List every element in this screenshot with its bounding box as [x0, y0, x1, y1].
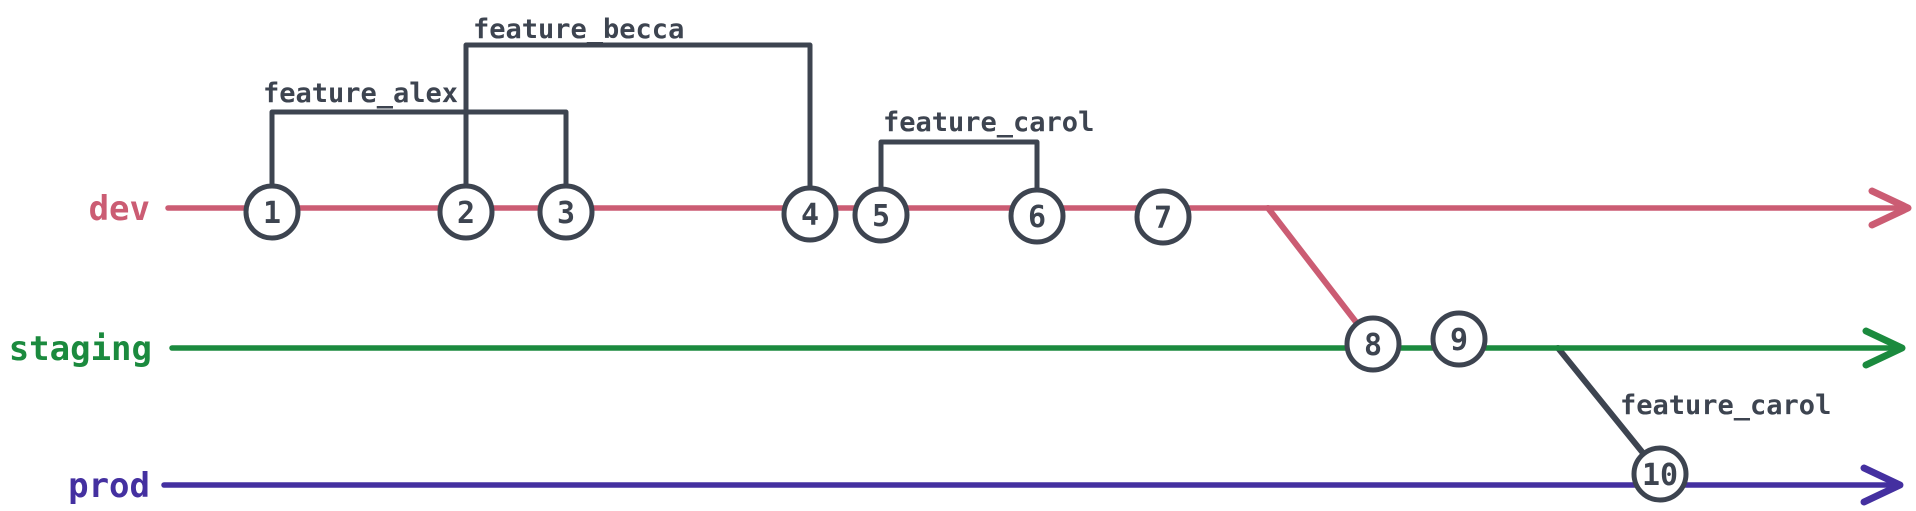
commit-number-6: 6	[1028, 200, 1046, 235]
commit-number-9: 9	[1450, 323, 1468, 358]
feature-branch-label-feature_becca: feature_becca	[473, 14, 684, 45]
commit-number-8: 8	[1364, 328, 1382, 363]
branch-arrow-staging-icon	[1862, 327, 1906, 369]
feature-branch-label-feature_alex: feature_alex	[263, 78, 458, 109]
commit-node-3	[537, 183, 595, 241]
commit-number-3: 3	[557, 196, 575, 231]
branch-arrow-prod-icon	[1860, 464, 1904, 506]
merge-link-dev-to-staging-8	[1265, 205, 1376, 347]
commit-number-5: 5	[872, 199, 890, 234]
commit-node-4	[781, 185, 839, 243]
commit-number-4: 4	[801, 198, 819, 233]
branch-label-prod: prod	[68, 466, 150, 506]
branch-arrow-dev-icon	[1868, 187, 1912, 229]
branch-label-dev: dev	[89, 189, 150, 229]
commit-node-6	[1008, 187, 1066, 245]
branch-label-staging: staging	[9, 329, 152, 369]
merge-link-label-staging-to-prod-10: feature_carol	[1620, 390, 1831, 421]
commit-node-1	[243, 183, 301, 241]
commit-number-1: 1	[263, 196, 281, 231]
commit-node-9	[1430, 310, 1488, 368]
commit-number-10: 10	[1642, 458, 1678, 493]
feature-bracket-feature_carol	[878, 139, 1040, 195]
feature-branch-label-feature_carol: feature_carol	[883, 107, 1094, 138]
feature-bracket-feature_alex	[269, 109, 569, 191]
commit-node-10	[1631, 445, 1689, 503]
commit-node-8	[1344, 315, 1402, 373]
commit-number-2: 2	[457, 196, 475, 231]
commit-node-7	[1134, 188, 1192, 246]
feature-bracket-feature_becca	[463, 42, 813, 193]
commit-node-2	[437, 183, 495, 241]
commit-number-7: 7	[1154, 201, 1172, 236]
commit-node-5	[852, 186, 910, 244]
